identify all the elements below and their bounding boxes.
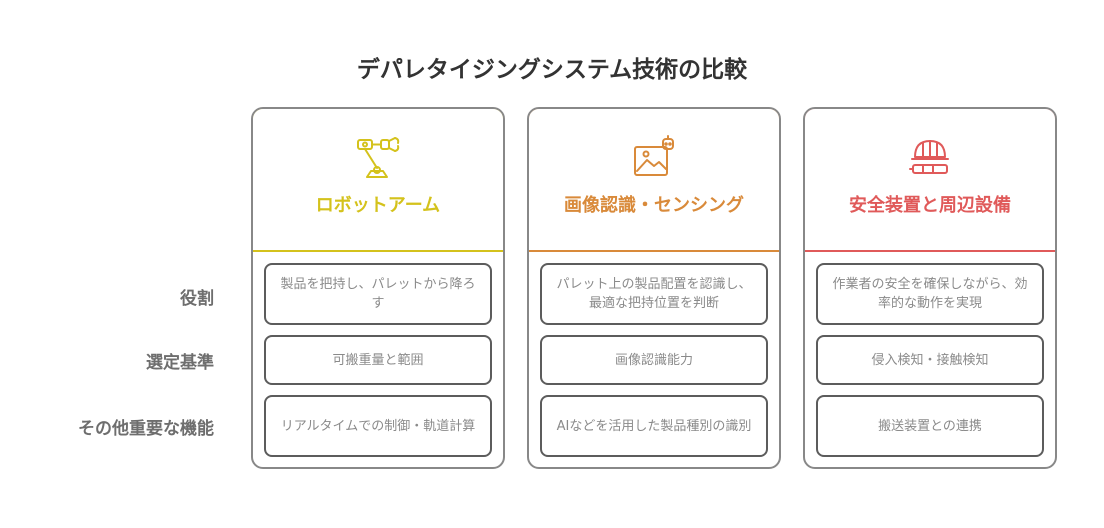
- column-title: ロボットアーム: [315, 195, 441, 216]
- cell-criteria: 侵入検知・接触検知: [816, 335, 1044, 385]
- image-sensor-icon: [629, 135, 679, 181]
- column-header: ロボットアーム: [253, 109, 503, 252]
- cell-role: パレット上の製品配置を認識し、最適な把持位置を判断: [540, 263, 768, 325]
- column-title: 安全装置と周辺設備: [849, 195, 1011, 216]
- row-label-role: 役割: [180, 289, 214, 309]
- cell-other: AIなどを活用した製品種別の識別: [540, 395, 768, 457]
- robot-arm-icon: [353, 135, 403, 181]
- column-image-recognition: 画像認識・センシング パレット上の製品配置を認識し、最適な把持位置を判断 画像認…: [527, 107, 781, 469]
- cell-role: 作業者の安全を確保しながら、効率的な動作を実現: [816, 263, 1044, 325]
- cell-other: 搬送装置との連携: [816, 395, 1044, 457]
- safety-helmet-icon: [905, 135, 955, 181]
- cell-role: 製品を把持し、パレットから降ろす: [264, 263, 492, 325]
- column-robot-arm: ロボットアーム 製品を把持し、パレットから降ろす 可搬重量と範囲 リアルタイムで…: [251, 107, 505, 469]
- column-title: 画像認識・センシング: [564, 195, 744, 216]
- cell-criteria: 可搬重量と範囲: [264, 335, 492, 385]
- row-label-other: その他重要な機能: [78, 419, 214, 439]
- column-safety: 安全装置と周辺設備 作業者の安全を確保しながら、効率的な動作を実現 侵入検知・接…: [803, 107, 1057, 469]
- cell-other: リアルタイムでの制御・軌道計算: [264, 395, 492, 457]
- row-label-criteria: 選定基準: [146, 353, 214, 373]
- column-header: 安全装置と周辺設備: [805, 109, 1055, 252]
- page-title: デパレタイジングシステム技術の比較: [356, 57, 748, 83]
- column-header: 画像認識・センシング: [529, 109, 779, 252]
- cell-criteria: 画像認識能力: [540, 335, 768, 385]
